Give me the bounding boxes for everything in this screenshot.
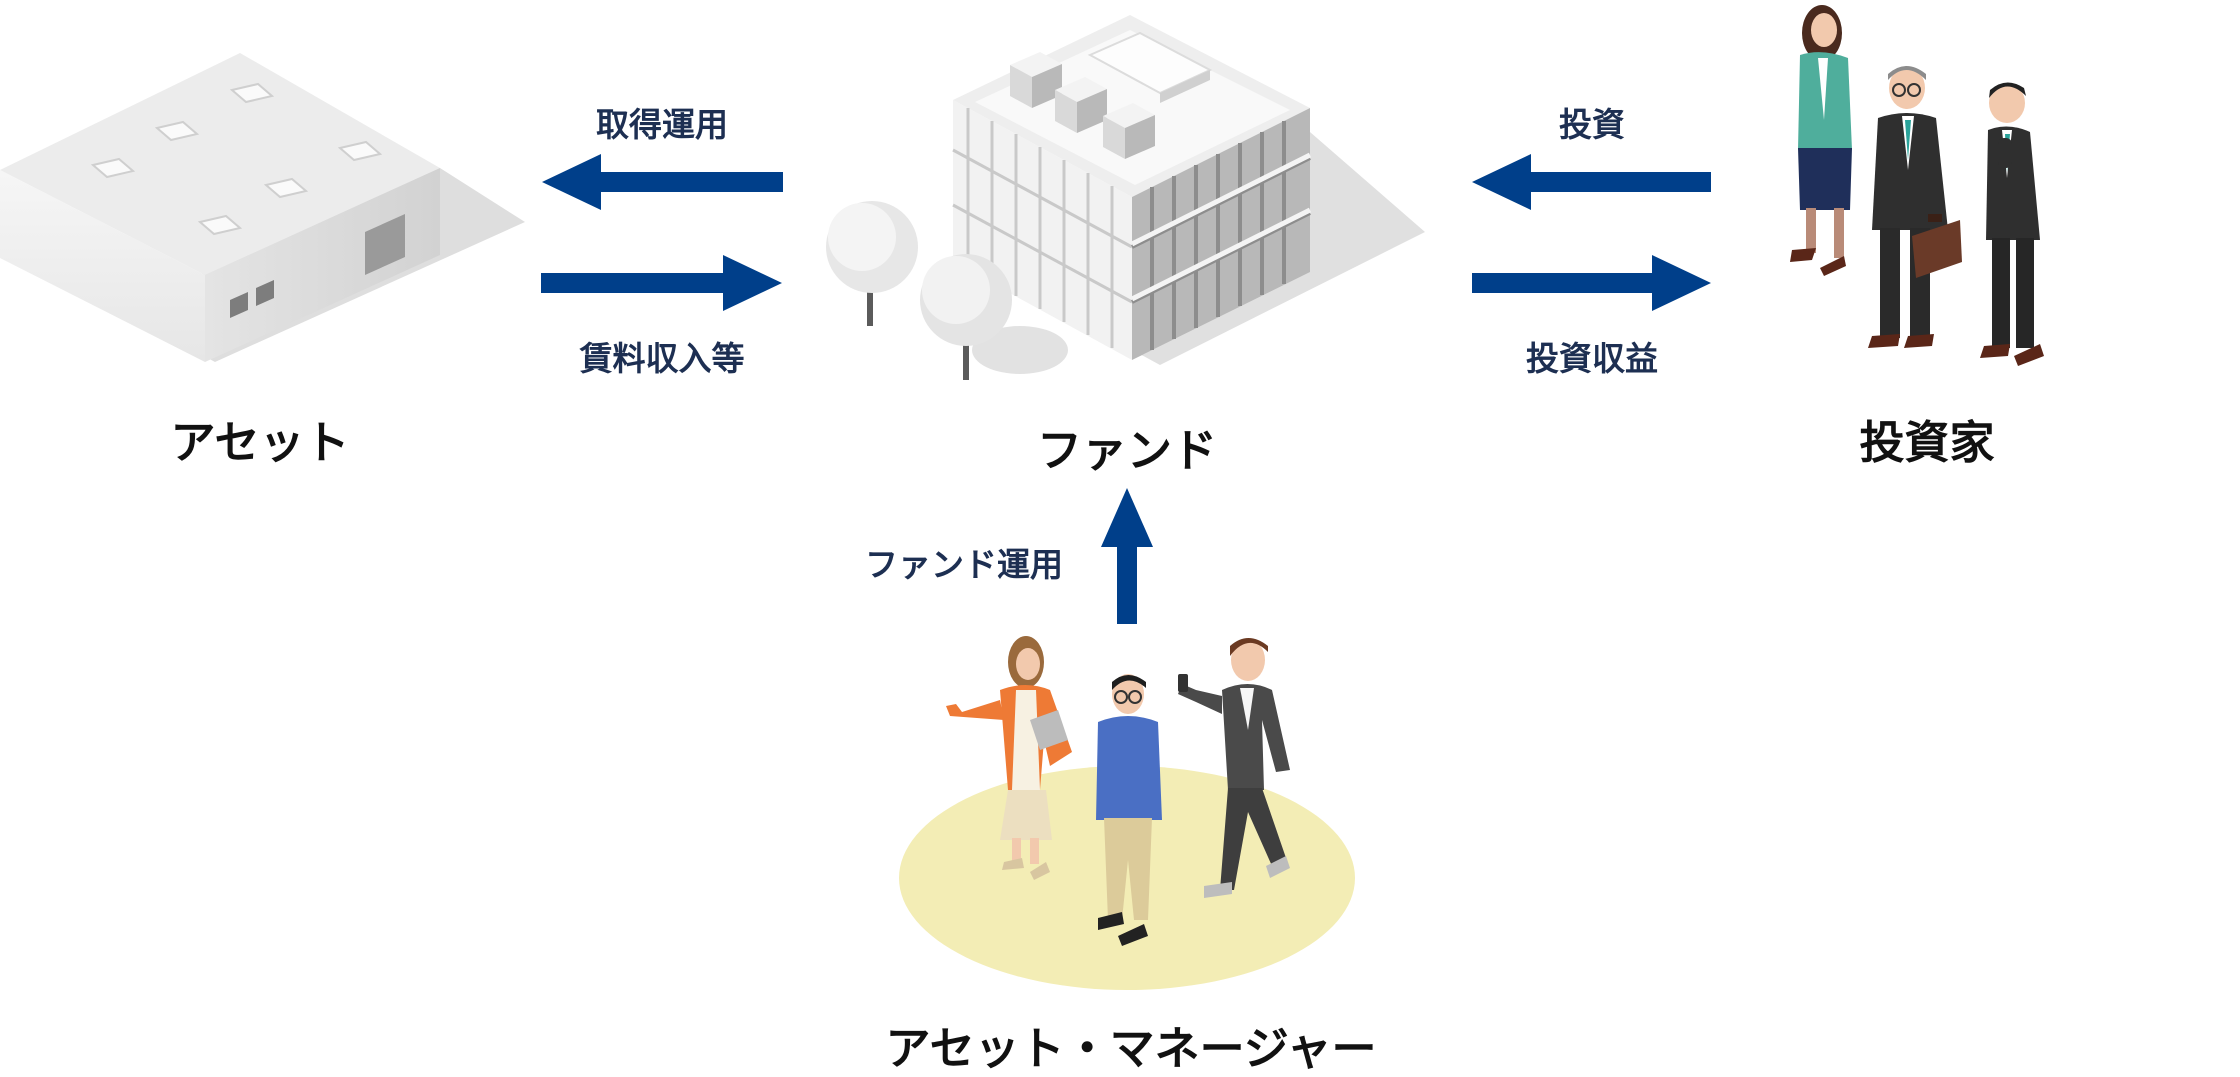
arrow-rent-income-to-fund	[541, 255, 782, 311]
fund-management-flow-label: ファンド運用	[865, 545, 1063, 584]
investor-label: 投資家	[1859, 416, 1995, 469]
arrow-return-to-investor	[1472, 255, 1711, 311]
arrow-acquisition-to-asset	[542, 154, 783, 210]
asset-label: アセット	[170, 416, 350, 469]
investment-flow-label: 投資	[1559, 105, 1625, 144]
warehouse-illustration	[0, 53, 525, 362]
rent-income-flow-label: 賃料収入等	[579, 339, 745, 378]
asset-managers-illustration	[899, 636, 1355, 990]
arrow-investment-to-fund	[1472, 154, 1711, 210]
fund-label: ファンド	[1036, 424, 1218, 477]
investment-return-flow-label: 投資収益	[1526, 339, 1658, 378]
acquisition-flow-label: 取得運用	[596, 105, 728, 144]
office-building-illustration	[826, 15, 1425, 380]
investors-illustration	[1790, 5, 2044, 366]
arrow-fund-management-up	[1101, 488, 1153, 624]
asset-manager-label: アセット・マネージャー	[885, 1022, 1377, 1075]
